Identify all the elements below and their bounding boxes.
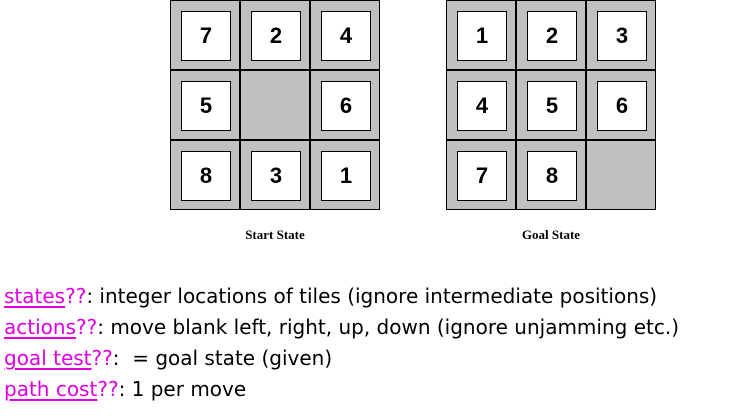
board-cell: 4 [446,70,516,140]
board-cell: 6 [310,70,380,140]
puzzle-tile: 8 [527,151,577,201]
board-cell: 7 [446,140,516,210]
puzzle-tile: 1 [321,151,371,201]
puzzle-tile: 1 [457,11,507,61]
definition-term[interactable]: goal test [4,346,92,370]
board-cell: 7 [170,0,240,70]
definition-marker: ?? [75,315,98,339]
board-cell: 3 [240,140,310,210]
puzzle-tile: 4 [321,11,371,61]
puzzle-tile: 6 [321,81,371,131]
puzzle-tile: 2 [527,11,577,61]
definition-text: : move blank left, right, up, down (igno… [97,315,680,339]
board-cell [240,70,310,140]
board-cell: 2 [240,0,310,70]
board-cell: 8 [516,140,586,210]
puzzle-tile: 5 [527,81,577,131]
puzzle-tile: 6 [597,81,647,131]
definition-term[interactable]: path cost [4,377,98,401]
definition-text: : = goal state (given) [112,346,333,370]
definition-states: states??: integer locations of tiles (ig… [4,281,753,312]
definition-text: : integer locations of tiles (ignore int… [86,284,658,308]
problem-definition-list: states??: integer locations of tiles (ig… [4,281,753,405]
definition-text: : 1 per move [118,377,247,401]
board-cell: 1 [446,0,516,70]
definition-goal-test: goal test??: = goal state (given) [4,343,753,374]
board-cell: 5 [516,70,586,140]
board-cell: 5 [170,70,240,140]
start-state-caption: Start State [245,227,305,242]
puzzle-tile: 7 [181,11,231,61]
definition-marker: ?? [97,377,119,401]
puzzle-tile: 5 [181,81,231,131]
board-cell: 4 [310,0,380,70]
start-state-board: 7 2 4 5 6 8 3 1 [170,0,380,210]
puzzle-tile: 8 [181,151,231,201]
definition-marker: ?? [91,346,113,370]
definition-marker: ?? [65,284,87,308]
goal-state-board: 1 2 3 4 5 6 7 8 [446,0,656,210]
puzzle-tile: 4 [457,81,507,131]
definition-actions: actions??: move blank left, right, up, d… [4,312,753,343]
puzzle-tile: 2 [251,11,301,61]
board-cell: 8 [170,140,240,210]
definition-term[interactable]: actions [4,315,76,339]
board-cell: 3 [586,0,656,70]
puzzle-tile: 3 [251,151,301,201]
board-cell [586,140,656,210]
definition-term[interactable]: states [4,284,66,308]
definition-path-cost: path cost??: 1 per move [4,374,753,405]
board-cell: 6 [586,70,656,140]
goal-state-caption: Goal State [521,227,581,242]
puzzle-tile: 7 [457,151,507,201]
board-cell: 2 [516,0,586,70]
board-cell: 1 [310,140,380,210]
puzzle-tile: 3 [597,11,647,61]
